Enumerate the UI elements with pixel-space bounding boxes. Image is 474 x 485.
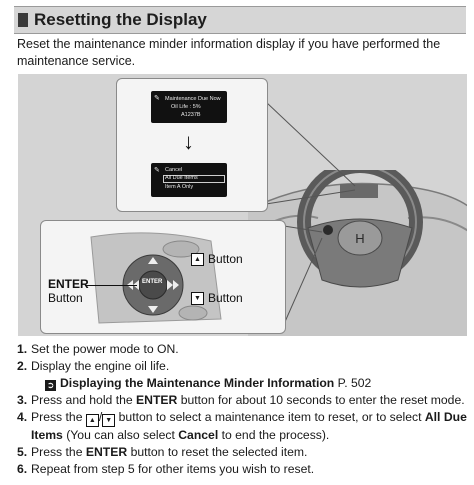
reset-menu-screen: ✎ Cancel All Due Items Item A Only: [151, 163, 227, 197]
step-text: Display the engine oil life.: [31, 359, 170, 373]
down-arrow-icon: ▼: [102, 414, 116, 427]
controls-callout: ENTER ENTER Button ▲ Button ▼ Button: [40, 220, 286, 334]
step-bold: ENTER: [85, 445, 128, 459]
reference-link[interactable]: Displaying the Maintenance Minder Inform…: [60, 376, 335, 390]
step-number: 2.: [17, 359, 28, 373]
steering-switch-illustration: [90, 232, 222, 324]
enter-button-label: ENTER: [48, 277, 89, 291]
lcd-line: Oil Life : 5%: [171, 104, 201, 110]
step-text: Set the power mode to ON.: [31, 342, 179, 356]
step-6: 6. Repeat from step 5 for other items yo…: [17, 461, 469, 478]
down-arrow-icon: ▼: [191, 292, 204, 305]
down-button-label: Button: [208, 291, 243, 305]
step-text: Press the: [31, 410, 86, 424]
step-text: /: [98, 410, 103, 424]
pad-enter-text: ENTER: [142, 279, 163, 285]
step-text: button for about 10 seconds to enter the…: [177, 393, 465, 407]
page-title: Resetting the Display: [34, 10, 207, 29]
step-text: (You can also select: [62, 428, 179, 442]
step-bold: ENTER: [136, 393, 178, 407]
header-square-icon: [18, 13, 28, 27]
leader-lines: [265, 101, 356, 325]
up-arrow-icon: ▲: [85, 414, 99, 427]
steps-list: 1. Set the power mode to ON. 2. Display …: [17, 341, 469, 478]
display-callout: ✎ Maintenance Due Now Oil Life : 5% A123…: [116, 78, 268, 212]
illustration: H ✎ Maintenance Due Now Oil Life : 5% A1…: [18, 74, 467, 336]
step-text: Press and hold the: [31, 393, 137, 407]
step-text: button to reset the selected item.: [127, 445, 308, 459]
maintenance-due-screen: ✎ Maintenance Due Now Oil Life : 5% A123…: [151, 91, 227, 123]
step-2: 2. Display the engine oil life. ➲ Display…: [17, 358, 469, 392]
steering-wheel-illustration: H: [248, 170, 467, 336]
step-number: 3.: [17, 393, 28, 407]
lcd-line: Maintenance Due Now: [165, 96, 221, 102]
step-text: Repeat from step 5 for other items you w…: [31, 462, 315, 476]
step-5: 5. Press the ENTER button to reset the s…: [17, 444, 469, 461]
reference-arrow-icon: ➲: [45, 380, 56, 391]
wrench-icon: ✎: [154, 167, 160, 174]
selection-highlight: [163, 175, 225, 183]
lcd-line: A1237B: [181, 112, 201, 118]
step-4: 4. Press the ▲/▼ button to select a main…: [17, 409, 469, 444]
step-text: to end the process).: [218, 428, 330, 442]
wrench-icon: ✎: [154, 95, 160, 102]
section-header: Resetting the Display: [14, 6, 466, 34]
cross-reference[interactable]: ➲ Displaying the Maintenance Minder Infor…: [31, 375, 469, 392]
step-text: Press the: [31, 445, 86, 459]
enter-leader-line: [85, 285, 137, 286]
step-text: button to select a maintenance item to r…: [115, 410, 425, 424]
step-number: 6.: [17, 462, 28, 476]
up-arrow-icon: ▲: [191, 253, 204, 266]
arrow-down-icon: ↓: [183, 129, 194, 154]
intro-text: Reset the maintenance minder information…: [17, 37, 441, 68]
reference-page: P. 502: [334, 376, 372, 390]
svg-text:H: H: [355, 231, 364, 246]
enter-button-label-suffix: Button: [48, 291, 83, 305]
step-bold: Cancel: [178, 428, 219, 442]
step-1: 1. Set the power mode to ON.: [17, 341, 469, 358]
lcd-line: All Due Items: [165, 175, 198, 181]
lcd-line: Cancel: [165, 167, 183, 173]
step-number: 4.: [17, 410, 28, 424]
step-number: 1.: [17, 342, 28, 356]
step-number: 5.: [17, 445, 28, 459]
up-button-label: Button: [208, 252, 243, 266]
step-bold: All Due Items: [31, 410, 467, 442]
step-3: 3. Press and hold the ENTER button for a…: [17, 392, 469, 409]
lcd-line: Item A Only: [165, 184, 194, 190]
